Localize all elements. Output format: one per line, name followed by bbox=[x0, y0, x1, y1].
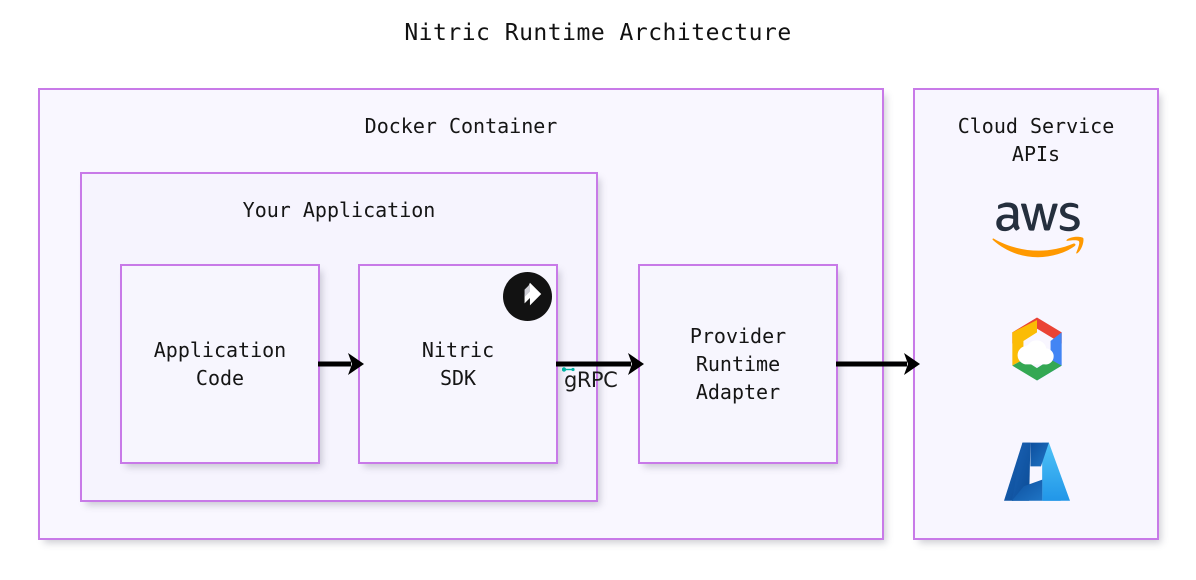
nitric-logo-icon bbox=[503, 272, 552, 321]
application-code-label: Application Code bbox=[153, 338, 287, 390]
application-code-node[interactable]: Application Code bbox=[120, 264, 320, 464]
docker-container-label: Docker Container bbox=[364, 114, 558, 138]
nitric-sdk-label: Nitric SDK bbox=[421, 338, 495, 390]
provider-runtime-adapter-node[interactable]: Provider Runtime Adapter bbox=[638, 264, 838, 464]
arrow-nitric-sdk-to-provider-runtime-adapter bbox=[556, 353, 644, 375]
your-application-label: Your Application bbox=[242, 198, 436, 222]
page-title: Nitric Runtime Architecture bbox=[404, 20, 792, 46]
aws-logo-icon bbox=[992, 202, 1084, 258]
cloud-service-apis-label: Cloud Service APIs bbox=[957, 114, 1115, 166]
grpc-edge-marker-icon bbox=[562, 367, 575, 372]
arrow-application-code-to-nitric-sdk bbox=[318, 353, 364, 375]
azure-logo-icon bbox=[1004, 442, 1070, 501]
provider-runtime-adapter-label: Provider Runtime Adapter bbox=[689, 324, 787, 404]
google-cloud-logo-icon bbox=[1012, 317, 1062, 381]
grpc-edge-label: gRPC bbox=[564, 368, 618, 392]
arrow-provider-runtime-adapter-to-cloud-service-apis bbox=[836, 353, 920, 375]
